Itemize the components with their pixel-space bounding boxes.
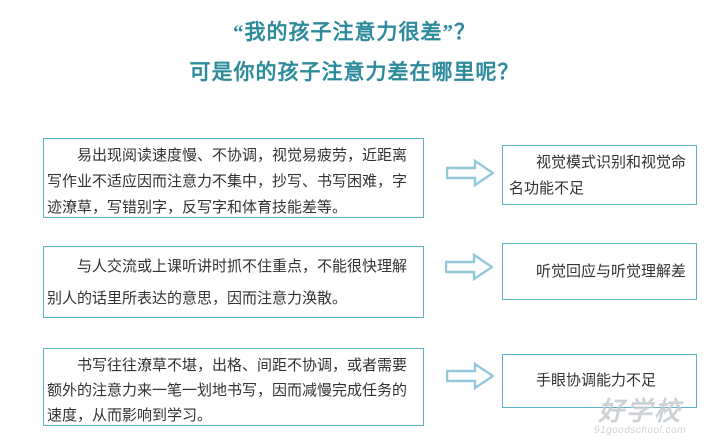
cause-box-visual: 视觉模式识别和视觉命名功能不足 xyxy=(502,145,697,205)
problem-box-handwriting: 书写往往潦草不堪，出格、间距不协调，或者需要额外的注意力来一笔一划地书写，因而减… xyxy=(43,348,424,426)
cause-box-auditory: 听觉回应与听觉理解差 xyxy=(502,243,697,300)
right-arrow-icon xyxy=(445,253,493,281)
right-arrow-icon xyxy=(446,362,494,390)
page-title-line-1: “我的孩子注意力很差”？ xyxy=(233,20,476,44)
page-title-line-2: 可是你的孩子注意力差在哪里呢？ xyxy=(189,60,520,84)
watermark-site-text: 91goodschool.com xyxy=(594,425,686,436)
cause-box-handwriting: 手眼协调能力不足 xyxy=(502,354,697,408)
problem-box-visual: 易出现阅读速度慢、不协调，视觉易疲劳，近距离写作业不适应因而注意力不集中，抄写、… xyxy=(43,138,424,218)
problem-box-auditory: 与人交流或上课听讲时抓不住重点，不能很快理解别人的话里所表达的意思，因而注意力涣… xyxy=(43,246,424,318)
right-arrow-icon xyxy=(446,159,494,187)
